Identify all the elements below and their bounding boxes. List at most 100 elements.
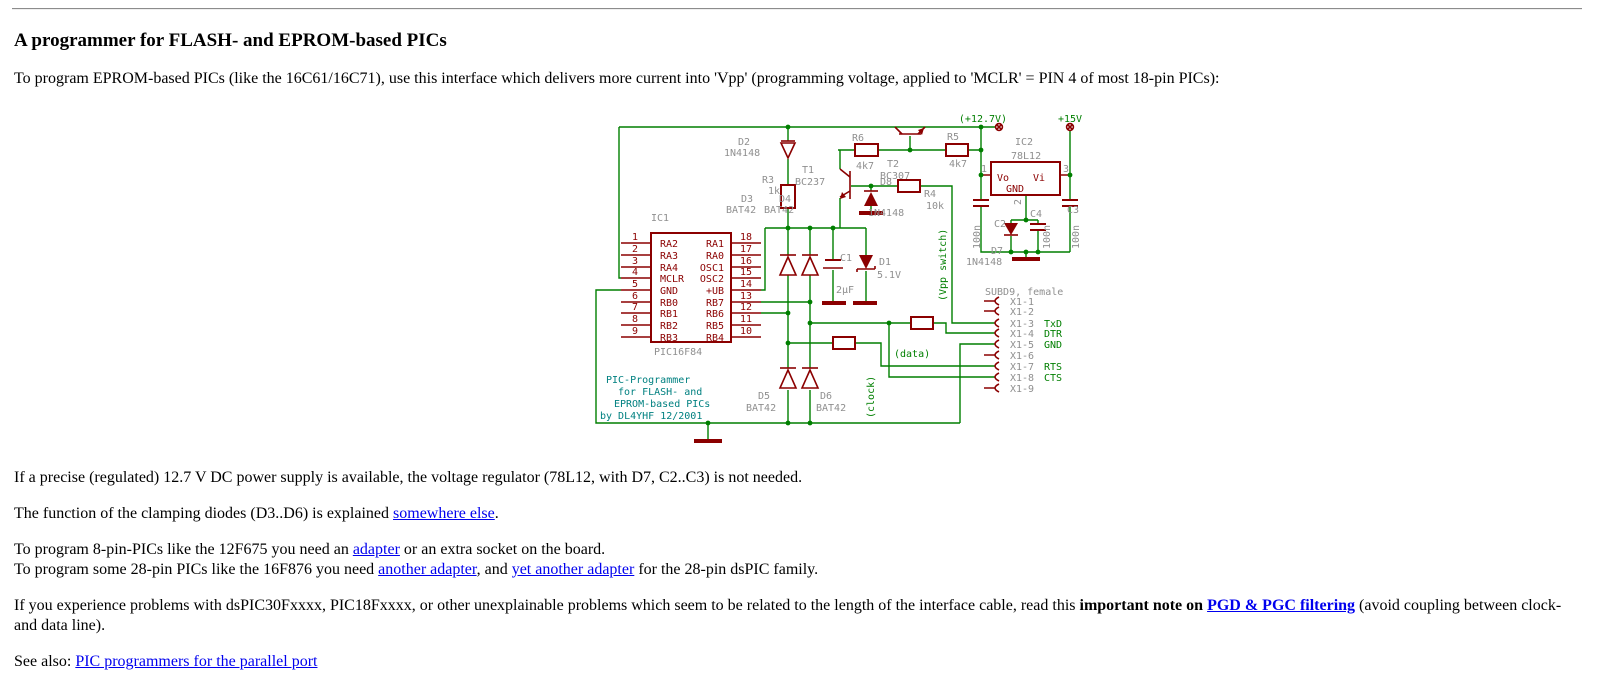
schematic-label: 1N4148 [966,257,1002,268]
capacitor-c3 [1062,198,1078,207]
schematic-label: OSC1 [700,263,724,274]
schematic-label: 17 [740,244,752,255]
schematic-label: RA2 [660,239,678,250]
capacitor-c2 [973,198,989,207]
schematic-label: (Vpp switch) [938,229,949,301]
schematic-label: 4k7 [949,159,967,170]
top-rule [12,8,1582,10]
schematic-label: BAT42 [764,205,794,216]
schematic-label: 2µF [836,285,854,296]
schematic-label: RB5 [706,321,724,332]
yet-another-adapter-link[interactable]: yet another adapter [511,560,635,578]
supply-pad-12v [994,122,1004,131]
schematic-label: R6 [852,133,864,144]
schematic-label: 11 [740,314,752,325]
schematic-label: 10k [926,201,944,212]
schematic-label: X1-7 [1010,362,1034,373]
transistor-t2 [894,126,926,135]
schematic-label: OSC2 [700,274,724,285]
schematic-label: C2 [994,219,1006,230]
schematic-label: X1-5 [1010,340,1034,351]
schematic-label: 2 [1013,199,1024,205]
adapters-line2-pre: To program some 28-pin PICs like the 16F… [14,560,379,578]
schematic-label: RA1 [706,239,724,250]
schematic-label: RB2 [660,321,678,332]
diode-d4 [800,253,820,276]
diode-d5 [778,366,798,389]
schematic-label: Vo [997,173,1009,184]
schematic-label: 100n [1042,225,1053,249]
schematic-label: for FLASH- and [618,387,702,398]
page-title: A programmer for FLASH- and EPROM-based … [14,30,447,51]
schematic-label: 3 [1063,164,1069,175]
resistor-r1 [910,315,934,330]
adapters-line2-mid: , and [476,560,512,578]
schematic-label: D8 [880,177,892,188]
schematic-label: 78L12 [1011,151,1041,162]
schematic-label: 15 [740,267,752,278]
schematic-label: 9 [632,326,638,337]
schematic-label: X1-9 [1010,384,1034,395]
adapters-line1-post: or an extra socket on the board. [399,540,606,558]
diode-d7 [1004,222,1018,236]
schematic-label: 1N4148 [868,208,904,219]
junction-dots [705,124,1073,426]
resistor-r6 [854,142,879,157]
schematic-label: X1-4 [1010,329,1034,340]
clamping-pre: The function of the clamping diodes (D3.… [14,504,394,522]
schematic-label: RB0 [660,298,678,309]
schematic-label: RB6 [706,309,724,320]
resistor-r4 [897,178,921,193]
schematic-label: DTR [1044,329,1063,340]
schematic-label: +UB [706,286,724,297]
schematic-label: 12 [740,302,752,313]
pgd-pgc-filtering-link[interactable]: PGD & PGC filtering [1207,596,1356,614]
schematic-label: RTS [1044,362,1062,373]
schematic-label: 16 [740,256,752,267]
ic2-regulator [981,160,1070,196]
resistor-r2 [832,335,856,350]
schematic-label: 14 [740,279,752,290]
schematic-label: BC237 [795,177,825,188]
capacitor-c1 [823,258,843,269]
diode-d3 [778,253,798,276]
schematic-label: GND [660,286,678,297]
schematic-label: R5 [947,132,959,143]
schematic-label: 1k [768,186,780,197]
filtering-paragraph: If you experience problems with dsPIC30F… [14,596,1582,636]
schematic-image: IC1PIC16F84D21N4148R31kT1BC237D3BAT42D4B… [595,114,1082,443]
schematic-label: X1-8 [1010,373,1034,384]
schematic-label: RA3 [660,251,678,262]
schematic-label: EPROM-based PICs [614,399,710,410]
schematic-label: (data) [894,349,930,360]
schematic-label: SUBD9, female [985,287,1063,298]
somewhere-else-link[interactable]: somewhere else [393,504,495,522]
schematic-label: CTS [1044,373,1062,384]
another-adapter-link[interactable]: another adapter [378,560,477,578]
schematic-label: 7 [632,302,638,313]
parallel-port-programmers-link[interactable]: PIC programmers for the parallel port [75,652,318,670]
filtering-bold-text: important note on [1079,596,1208,614]
supply-pad-15v [1065,122,1075,131]
schematic-label: 1 [981,164,987,175]
schematic-label: 8 [632,314,638,325]
schematic-label: BAT42 [816,403,846,414]
schematic-label: by DL4YHF 12/2001 [600,411,702,422]
schematic-label: T2 [887,159,899,170]
schematic-label: C3 [1067,205,1079,216]
schematic-label: RB3 [660,333,678,344]
schematic-label: RA0 [706,251,724,262]
schematic-label: D2 [738,137,750,148]
schematic-label: RB4 [706,333,724,344]
schematic-label: D7 [991,246,1003,257]
schematic-label: BC307 [880,171,910,182]
schematic-label: D3 [741,194,753,205]
adapter-link[interactable]: adapter [352,540,400,558]
schematic-label: 1N4148 [724,148,760,159]
schematic-label: X1-1 [1010,297,1034,308]
schematic-label: D4 [779,194,791,205]
schematic-label: D1 [879,257,891,268]
schematic-label: X1-2 [1010,307,1034,318]
schematic-label: GND [1044,340,1062,351]
